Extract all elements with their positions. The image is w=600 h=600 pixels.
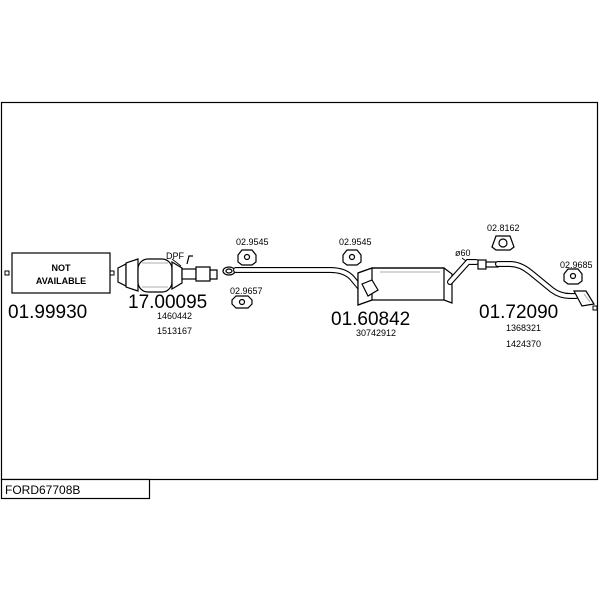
front-pipe-code: 01.99930 [8,302,87,323]
rear-pipe-inner [496,262,578,298]
tailpipe-end [573,290,595,307]
middle-silencer-code: 01.60842 [331,309,410,330]
middle-silencer [357,267,453,306]
hanger-4-code: 02.9685 [560,260,593,270]
hanger-3-icon [491,235,515,251]
not-available-line1: NOT [52,263,72,273]
dpf-label-arrow [171,258,182,267]
hanger-2-icon [342,249,362,266]
hanger-2-code: 02.9545 [339,237,372,247]
rear-section-ref-2: 1424370 [506,339,541,349]
front-pipe-square-end [109,270,115,276]
not-available-box [11,252,111,294]
dpf-ref-1: 1460442 [157,311,192,321]
rear-link-pipe-inner [448,260,478,284]
pipe-diameter-label: ø60 [455,248,471,258]
clamp-code: 02.9657 [230,286,263,296]
rear-section [477,259,499,270]
diagram-frame [0,101,599,481]
clamp-icon [231,295,253,309]
dpf-label: DPF [166,251,185,261]
middle-pipe-inner [234,268,364,292]
middle-silencer-ref-1: 30742912 [356,328,396,338]
hanger-1-icon [237,249,257,266]
tailpipe-square-end [592,305,598,311]
rear-section-code: 01.72090 [479,302,558,323]
not-available-line2: AVAILABLE [36,276,86,286]
sheet-id-box [0,478,151,500]
diameter-arrow [461,257,467,262]
sheet-id: FORD67708B [5,483,80,497]
hanger-3-code: 02.8162 [487,223,520,233]
dpf-code: 17.00095 [128,292,207,313]
hanger-1-code: 02.9545 [236,237,269,247]
rear-section-ref-1: 1368321 [506,323,541,333]
front-pipe-square-start [4,270,10,276]
hanger-4-icon [563,268,583,285]
dpf-ref-2: 1513167 [157,326,192,336]
dpf-unit [117,255,218,293]
